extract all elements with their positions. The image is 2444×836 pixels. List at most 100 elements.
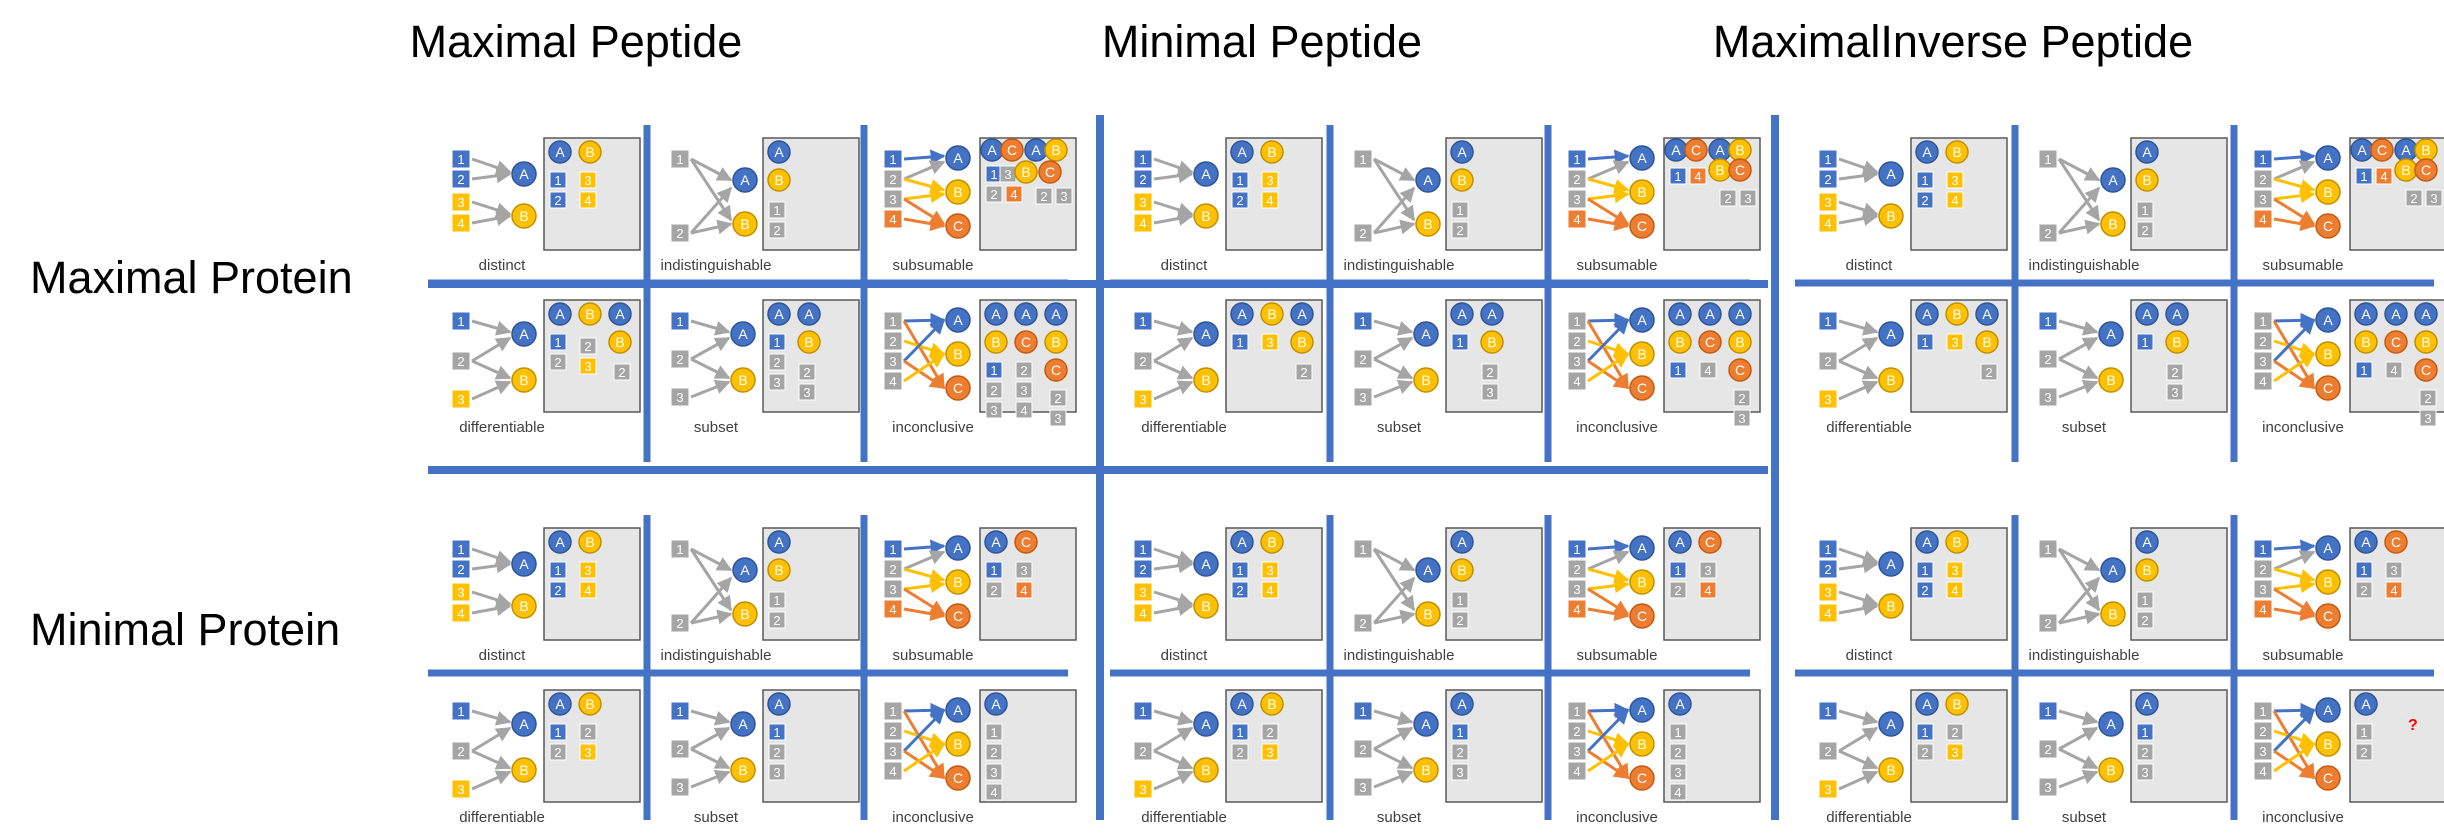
mapping-arrow <box>903 550 946 571</box>
protein-letter: B <box>2108 216 2117 232</box>
peptide-number: 1 <box>990 363 997 378</box>
peptide-icon <box>1567 701 1587 721</box>
protein-icon <box>2354 302 2378 326</box>
peptide-number: 1 <box>773 203 780 218</box>
protein-letter: B <box>1201 598 1210 614</box>
protein-letter: B <box>1267 696 1276 712</box>
mapping-arrow <box>471 200 512 218</box>
protein-letter: A <box>1201 166 1211 182</box>
peptide-number: 3 <box>2390 563 2397 578</box>
peptide-icon <box>1733 389 1751 407</box>
mapping-arrow <box>2058 609 2101 625</box>
peptide-number: 2 <box>1573 724 1580 739</box>
mapping-arrow <box>1153 319 1194 336</box>
protein-letter: B <box>2323 574 2332 590</box>
mapping-arrow <box>1153 770 1194 791</box>
peptide-icon <box>1818 213 1838 233</box>
peptide-number: 2 <box>1359 742 1366 757</box>
mapping-arrow <box>1587 160 1630 181</box>
case-label-differentiable: differentiable <box>459 419 545 436</box>
peptide-number: 1 <box>2044 314 2051 329</box>
peptide-number: 2 <box>457 562 464 577</box>
peptide-icon <box>2253 599 2273 619</box>
protein-letter: B <box>774 562 783 578</box>
protein-icon <box>1915 302 1939 326</box>
peptide-number: 3 <box>1359 780 1366 795</box>
peptide-icon <box>1353 613 1373 633</box>
protein-letter: C <box>953 380 963 396</box>
peptide-icon <box>2253 741 2273 761</box>
peptide-number: 1 <box>889 704 896 719</box>
protein-icon <box>1450 530 1474 554</box>
peptide-icon <box>2038 149 2058 169</box>
peptide-number: 2 <box>676 616 683 631</box>
protein-letter: A <box>1457 306 1467 322</box>
peptide-icon <box>1133 701 1153 721</box>
peptide-number: 4 <box>2259 602 2266 617</box>
peptide-icon <box>1946 743 1964 761</box>
peptide-icon <box>1699 581 1717 599</box>
mapping-arrow <box>1153 157 1194 175</box>
protein-letter: B <box>738 372 747 388</box>
peptide-icon <box>2253 311 2273 331</box>
peptide-icon <box>883 371 903 391</box>
peptide-number: 2 <box>1456 613 1463 628</box>
protein-icon <box>984 302 1008 326</box>
protein-letter: A <box>1423 562 1433 578</box>
protein-letter: B <box>1201 762 1210 778</box>
mapping-arrow <box>2273 160 2316 181</box>
peptide-number: 2 <box>803 365 810 380</box>
protein-letter: B <box>1201 208 1210 224</box>
peptide-number: 2 <box>2141 613 2148 628</box>
peptide-icon <box>1261 723 1279 741</box>
peptide-number: 1 <box>889 314 896 329</box>
protein-icon <box>2315 341 2341 367</box>
protein-letter: A <box>2323 702 2333 718</box>
peptide-icon <box>883 311 903 331</box>
protein-letter: B <box>2421 142 2430 158</box>
protein-letter: A <box>1735 306 1745 322</box>
peptide-icon <box>1946 191 1964 209</box>
peptide-icon <box>2136 333 2154 351</box>
peptide-icon <box>2038 311 2058 331</box>
mapping-arrow <box>902 318 946 363</box>
peptide-icon <box>1567 331 1587 351</box>
protein-letter: B <box>585 534 594 550</box>
peptide-number: 1 <box>554 725 561 740</box>
protein-icon <box>730 367 756 393</box>
peptide-icon <box>1451 591 1469 609</box>
protein-letter: A <box>1982 306 1992 322</box>
protein-icon <box>2384 302 2408 326</box>
mapping-arrow <box>1153 336 1194 363</box>
case-label-inconclusive: inconclusive <box>2262 809 2344 826</box>
protein-letter: A <box>2323 150 2333 166</box>
peptide-icon <box>1005 185 1023 203</box>
peptide-number: 3 <box>1139 195 1146 210</box>
peptide-number: 1 <box>2360 725 2367 740</box>
protein-letter: B <box>953 736 962 752</box>
peptide-icon <box>1567 209 1587 229</box>
peptide-number: 4 <box>1704 583 1711 598</box>
protein-icon <box>984 530 1008 554</box>
mapping-arrow <box>1587 729 1630 747</box>
mapping-arrow <box>1587 216 1630 232</box>
peptide-number: 2 <box>554 193 561 208</box>
peptide-icon <box>579 723 597 741</box>
peptide-icon <box>579 171 597 189</box>
peptide-number: 3 <box>1573 744 1580 759</box>
mapping-arrow <box>471 601 512 616</box>
protein-icon <box>1668 330 1692 354</box>
protein-letter: B <box>1735 334 1744 350</box>
peptide-icon <box>2419 409 2437 427</box>
mapping-arrow <box>2273 578 2316 594</box>
protein-letter: B <box>2361 334 2370 350</box>
peptide-number: 2 <box>2259 562 2266 577</box>
peptide-icon <box>670 777 690 797</box>
protein-icon <box>1230 692 1254 716</box>
peptide-icon <box>549 743 567 761</box>
protein-icon <box>1684 138 1708 162</box>
protein-icon <box>2414 330 2438 354</box>
peptide-icon <box>768 723 786 741</box>
case-label-inconclusive: inconclusive <box>1576 419 1658 436</box>
